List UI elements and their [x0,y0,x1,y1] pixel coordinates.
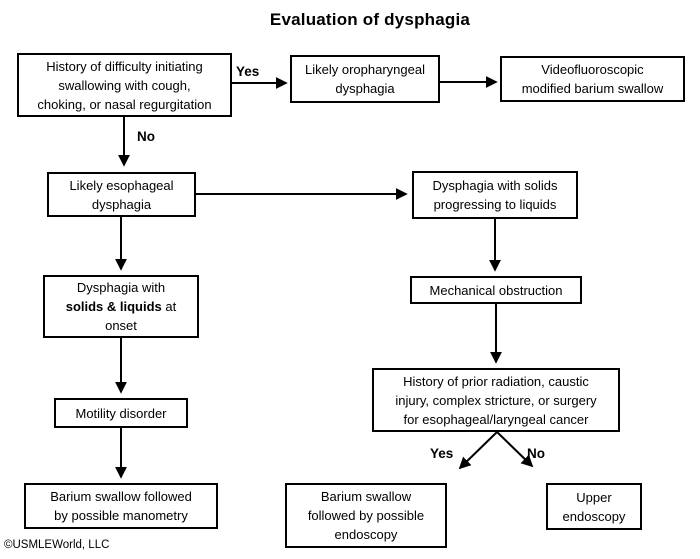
edge-label-no-top: No [137,129,155,144]
arrow-radiation-yes-to-bariumendoscopy [458,431,498,470]
node-likely-esophageal: Likely esophageal dysphagia [47,172,196,217]
node-barium-endoscopy: Barium swallow followed by possible endo… [285,483,447,548]
edge-label-no-bottom: No [527,446,545,461]
bold-solids-liquids: solids & liquids [65,299,162,314]
edge-label-yes-top: Yes [236,64,260,79]
node-barium-manometry: Barium swallow followed by possible mano… [24,483,218,529]
node-motility-disorder: Motility disorder [54,398,188,428]
edge-label-yes-bottom: Yes [430,446,454,461]
node-mechanical-obstruction: Mechanical obstruction [410,276,582,304]
node-solids-liquids-onset: Dysphagia with solids & liquids at onset [43,275,199,338]
node-likely-oropharyngeal: Likely oropharyngeal dysphagia [290,55,440,103]
node-solids-progressing: Dysphagia with solids progressing to liq… [412,171,578,219]
arrow-radiation-no-to-upperendoscopy [496,431,534,468]
node-upper-endoscopy: Upper endoscopy [546,483,642,530]
node-videofluoroscopic-swallow: Videofluoroscopic modified barium swallo… [500,56,685,102]
page-title: Evaluation of dysphagia [269,10,471,29]
copyright-text: ©USMLEWorld, LLC [4,539,110,551]
node-history-radiation: History of prior radiation, caustic inju… [372,368,620,432]
node-history-initiating: History of difficulty initiating swallow… [17,53,232,117]
